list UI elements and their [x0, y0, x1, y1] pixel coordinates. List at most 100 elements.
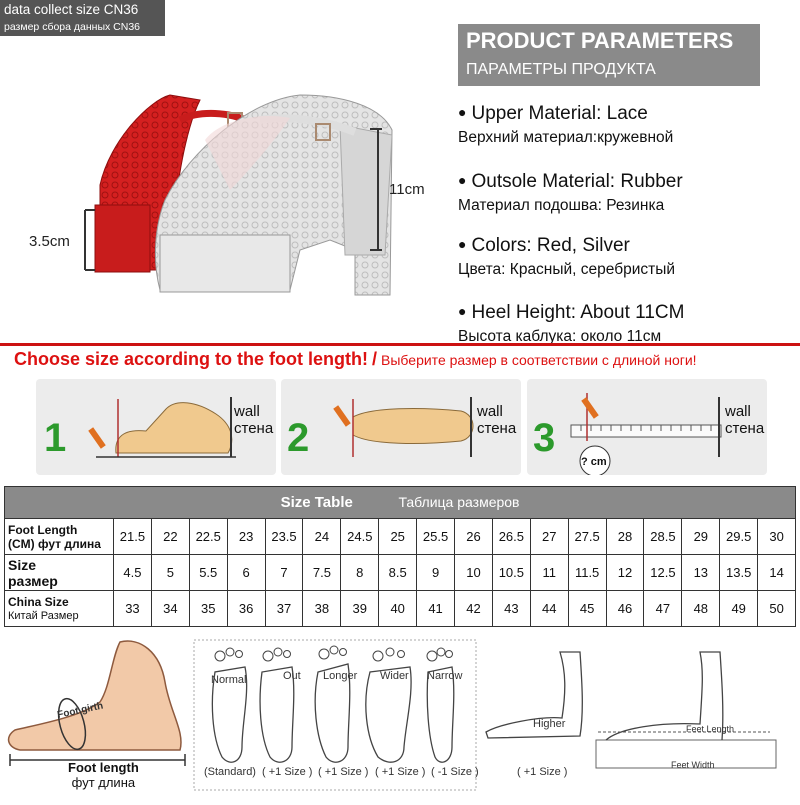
row-header-china-size: China Size Китай Размер: [4, 590, 114, 627]
china-size-cell: 43: [491, 590, 531, 627]
china-size-cell: 34: [150, 590, 190, 627]
size-cell: 7.5: [302, 554, 342, 591]
step-2-wall-ru: стена: [477, 420, 517, 437]
product-parameters-header: PRODUCT PARAMETERS ПАРАМЕТРЫ ПРОДУКТА: [458, 24, 760, 86]
measure-step-1: 1 wall стена: [36, 379, 276, 475]
step-1-illustration: 1: [44, 397, 236, 460]
row-header-foot-length: Foot Length (CM) фут длина: [4, 518, 114, 555]
higher-adj: ( +1 Size ): [517, 766, 568, 778]
step-1-wall-en: wall: [234, 403, 260, 420]
foot-length-cell: 25.5: [416, 518, 456, 555]
adj-longer: ( +1 Size ): [318, 766, 369, 778]
foot-length-cell: 26.5: [491, 518, 531, 555]
heel-height-label: 11cm: [389, 181, 425, 198]
china-size-cell: 40: [378, 590, 418, 627]
size-table-title: Size Table: [280, 494, 353, 511]
size-cell: 6: [226, 554, 266, 591]
size-table-title-row: Size Table Таблица размеров: [3, 486, 797, 519]
param-heel-height-en: Heel Height: About 11CM: [458, 302, 684, 324]
foot-length-cell: 28.5: [643, 518, 683, 555]
foot-type-out: Out: [283, 670, 301, 682]
step-1-number: 1: [44, 416, 66, 460]
feet-length-label: Feet Length: [686, 724, 735, 734]
foot-length-en: Foot length: [68, 760, 139, 775]
foot-length-cell: 24.5: [340, 518, 380, 555]
shoes-illustration: [0, 75, 440, 345]
param-colors-ru: Цвета: Красный, серебристый: [458, 261, 676, 278]
china-size-cell: 41: [416, 590, 456, 627]
size-cell: 5.5: [188, 554, 228, 591]
foot-length-cell: 25: [378, 518, 418, 555]
size-cell: 4.5: [113, 554, 152, 591]
shoes-image: [84, 94, 393, 296]
size-cell: 8: [340, 554, 380, 591]
foot-length-cell: 30: [757, 518, 797, 555]
size-cell: 12.5: [643, 554, 683, 591]
foot-length-cell: 27.5: [567, 518, 607, 555]
size-cell: 10.5: [491, 554, 531, 591]
foot-length-cell: 24: [302, 518, 342, 555]
foot-length-cell: 23.5: [264, 518, 304, 555]
param-upper-material: Upper Material: Lace Верхний материал:кр…: [458, 103, 673, 147]
foot-length-cell: 27: [529, 518, 569, 555]
product-parameters-title: PRODUCT PARAMETERS: [466, 28, 734, 53]
size-cell: 11.5: [567, 554, 607, 591]
step-1-wall-ru: стена: [234, 420, 274, 437]
size-cell: 5: [150, 554, 190, 591]
foot-length-cell: 29: [681, 518, 721, 555]
param-colors-en: Colors: Red, Silver: [458, 235, 675, 257]
size-table-title-ru: Таблица размеров: [398, 494, 520, 510]
choose-size-banner: Choose size according to the foot length…: [14, 349, 697, 370]
param-outsole-material-ru: Материал подошва: Резинка: [458, 197, 665, 214]
adj-narrow: ( -1 Size ): [431, 766, 479, 778]
size-cell: 11: [529, 554, 569, 591]
measure-step-3: 3 ? cm wall стена: [527, 379, 767, 475]
china-size-cell: 44: [529, 590, 569, 627]
step-3-number: 3: [533, 416, 555, 460]
choose-size-en: Choose size according to the foot length…: [14, 349, 369, 369]
size-cell: 13: [681, 554, 721, 591]
param-colors: Colors: Red, Silver Цвета: Красный, сере…: [458, 235, 675, 279]
step-3-illustration: 3 ? cm: [533, 393, 722, 475]
foot-length-cell: 26: [454, 518, 493, 555]
feet-width-label: Feet Width: [671, 760, 715, 770]
size-cell: 14: [757, 554, 797, 591]
row-header-size: Size размер: [4, 554, 114, 591]
size-cell: 7: [264, 554, 304, 591]
china-size-cell: 42: [454, 590, 493, 627]
product-parameters-subtitle: ПАРАМЕТРЫ ПРОДУКТА: [466, 61, 656, 78]
foot-guide: Foot girth Normal Out Longer Wider Narro…: [0, 632, 800, 800]
red-divider: [0, 343, 800, 346]
china-size-cell: 49: [719, 590, 759, 627]
china-size-cell: 36: [226, 590, 266, 627]
foot-length-cell: 22.5: [188, 518, 228, 555]
platform-height-label: 3.5cm: [29, 233, 70, 250]
size-cell: 13.5: [719, 554, 759, 591]
china-size-cell: 48: [681, 590, 721, 627]
china-size-cell: 37: [264, 590, 304, 627]
china-size-cell: 47: [643, 590, 683, 627]
choose-size-separator: /: [372, 349, 378, 369]
size-cell: 10: [454, 554, 493, 591]
size-cell: 12: [605, 554, 645, 591]
foot-type-longer: Longer: [323, 670, 358, 682]
foot-type-wider: Wider: [380, 670, 409, 682]
foot-length-caption: Foot length фут длина: [68, 760, 139, 790]
step-3-wall-en: wall: [725, 403, 751, 420]
china-size-cell: 39: [340, 590, 380, 627]
foot-length-cell: 28: [605, 518, 645, 555]
param-heel-height: Heel Height: About 11CM Высота каблука: …: [458, 302, 684, 346]
higher-label: Higher: [533, 718, 566, 730]
param-upper-material-en: Upper Material: Lace: [458, 103, 673, 125]
param-outsole-material: Outsole Material: Rubber Материал подошв…: [458, 171, 683, 215]
foot-guide-illustrations: Foot girth: [7, 639, 777, 791]
foot-type-normal: Normal: [211, 674, 247, 686]
adj-out: ( +1 Size ): [262, 766, 313, 778]
param-outsole-material-en: Outsole Material: Rubber: [458, 171, 682, 193]
foot-length-cell: 21.5: [113, 518, 152, 555]
adj-wider: ( +1 Size ): [375, 766, 426, 778]
china-size-cell: 35: [188, 590, 228, 627]
